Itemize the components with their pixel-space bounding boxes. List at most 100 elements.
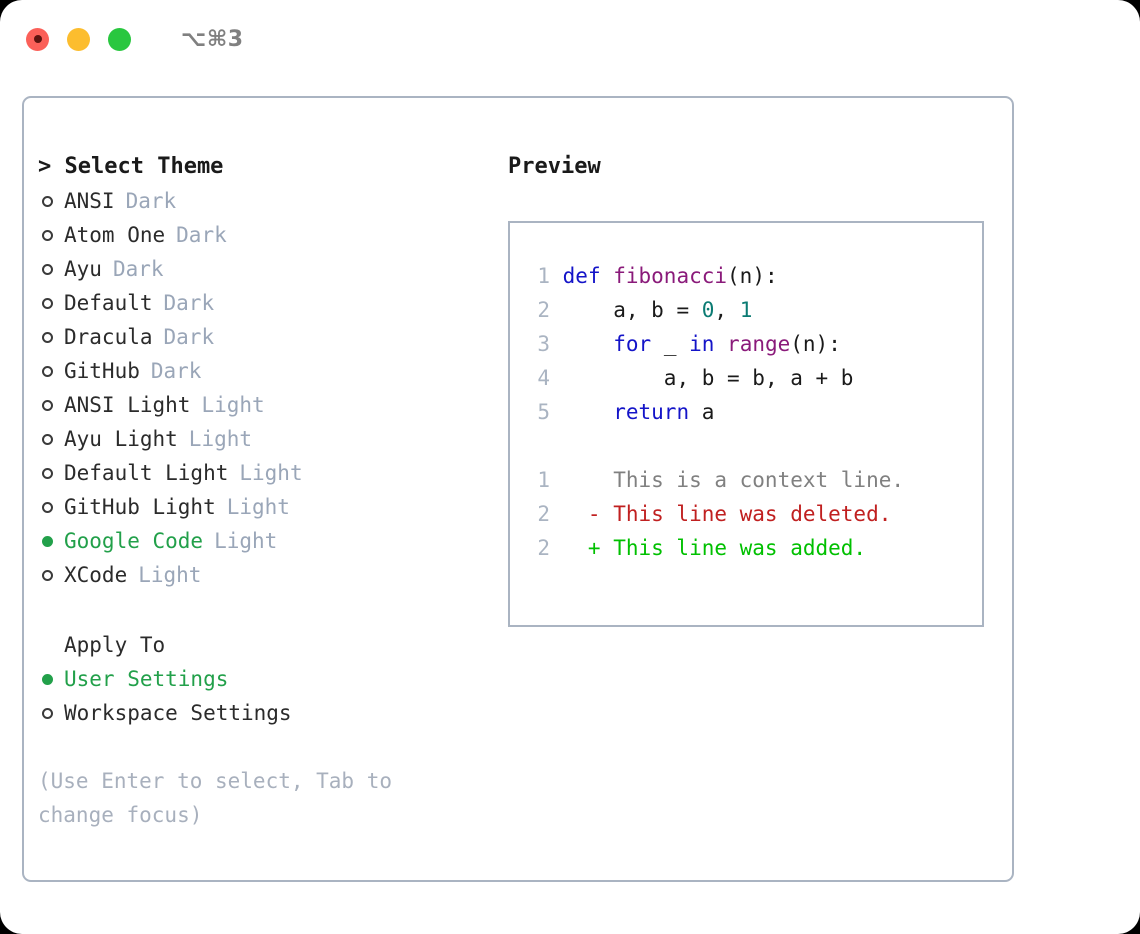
theme-option-label: Ayu <box>64 257 102 281</box>
apply-to-option-label: Workspace Settings <box>64 701 292 725</box>
theme-variant-tag: Dark <box>176 223 227 247</box>
code-token-num: 0 <box>701 298 715 322</box>
theme-variant-tag: Light <box>226 495 290 519</box>
code-token-pl: a <box>689 400 715 424</box>
theme-option-google-code[interactable]: Google Code Light <box>38 524 494 558</box>
code-token-pl: , <box>714 298 740 322</box>
apply-to-option-label: User Settings <box>64 667 229 691</box>
code-line: 2 a, b = 0, 1 <box>528 293 982 327</box>
theme-option-ayu-light[interactable]: Ayu Light Light <box>38 422 494 456</box>
code-gutter-gap <box>550 400 563 424</box>
theme-variant-tag: Light <box>239 461 303 485</box>
theme-variant-tag: Light <box>138 563 202 587</box>
theme-option-default-light[interactable]: Default Light Light <box>38 456 494 490</box>
code-gutter-gap <box>550 298 563 322</box>
code-token-num: 1 <box>739 298 753 322</box>
line-number: 2 <box>537 536 550 560</box>
theme-option-label: Ayu Light <box>64 427 178 451</box>
theme-option-label: Google Code <box>64 529 204 553</box>
theme-variant-tag: Light <box>188 427 253 451</box>
code-token-pl: (n): <box>790 332 841 356</box>
theme-option-xcode[interactable]: XCode Light <box>38 558 494 592</box>
traffic-lights <box>26 27 131 51</box>
theme-option-default[interactable]: Default Dark <box>38 286 494 320</box>
apply-to-heading: Apply To <box>64 633 166 657</box>
theme-option-github[interactable]: GitHub Dark <box>38 354 494 388</box>
preview-heading: Preview <box>508 154 601 179</box>
code-token-kw: in <box>689 332 728 356</box>
theme-option-ansi[interactable]: ANSI Dark <box>38 184 494 218</box>
diff-sample: 1 This is a context line.2 - This line w… <box>528 463 982 565</box>
code-gutter-gap <box>550 332 563 356</box>
theme-variant-tag: Dark <box>150 359 202 383</box>
code-token-pl <box>563 400 614 424</box>
theme-variant-tag: Dark <box>163 291 215 315</box>
minimize-button[interactable] <box>67 27 90 51</box>
theme-option-label: Dracula <box>64 325 153 349</box>
diff-line-text: This line was added. <box>613 536 867 560</box>
diff-marker <box>550 468 613 492</box>
theme-option-github-light[interactable]: GitHub Light Light <box>38 490 494 524</box>
diff-line-del: 2 - This line was deleted. <box>528 497 982 531</box>
theme-option-label: GitHub <box>64 359 140 383</box>
theme-option-label: XCode <box>64 563 128 587</box>
code-token-fn: fibonacci <box>613 264 728 288</box>
code-token-fn: range <box>727 332 791 356</box>
theme-option-label: GitHub Light <box>64 495 216 519</box>
line-number: 2 <box>537 502 550 526</box>
titlebar: ⌥⌘3 <box>0 0 1140 78</box>
close-button[interactable] <box>26 27 49 51</box>
code-line: 3 for _ in range(n): <box>528 327 982 361</box>
code-line: 5 return a <box>528 395 982 429</box>
code-diff-spacer <box>528 429 982 463</box>
theme-option-atom-one[interactable]: Atom One Dark <box>38 218 494 252</box>
code-gutter-gap <box>550 264 563 288</box>
theme-option-dracula[interactable]: Dracula Dark <box>38 320 494 354</box>
code-line: 1 def fibonacci(n): <box>528 259 982 293</box>
diff-line-text: This is a context line. <box>613 468 905 492</box>
diff-line-add: 2 + This line was added. <box>528 531 982 565</box>
theme-variant-tag: Light <box>201 393 265 417</box>
line-number: 2 <box>537 298 550 322</box>
diff-line-text: This line was deleted. <box>613 502 892 526</box>
diff-line-ctx: 1 This is a context line. <box>528 463 982 497</box>
keyboard-hint-text: (Use Enter to select, Tab to change focu… <box>38 769 405 827</box>
apply-to-option-workspace-settings[interactable]: Workspace Settings <box>38 696 494 730</box>
theme-option-label: Default Light <box>64 461 229 485</box>
theme-option-label: Default <box>64 291 153 315</box>
code-token-kw: for <box>613 332 652 356</box>
line-number: 1 <box>537 468 550 492</box>
theme-option-label: Atom One <box>64 223 166 247</box>
code-token-pl <box>563 332 614 356</box>
code-token-pl: a, b = b, a + b <box>562 366 854 390</box>
maximize-button[interactable] <box>108 27 131 51</box>
code-token-pl: (n): <box>727 264 778 288</box>
code-token-pl: a, b = <box>562 298 702 322</box>
theme-variant-tag: Dark <box>163 325 215 349</box>
line-number: 1 <box>537 264 550 288</box>
diff-marker: + <box>550 536 614 560</box>
theme-variant-tag: Dark <box>112 257 164 281</box>
line-number: 5 <box>537 400 550 424</box>
theme-option-label: ANSI <box>64 189 115 213</box>
apply-to-option-user-settings[interactable]: User Settings <box>38 662 494 696</box>
select-theme-heading: > Select Theme <box>38 154 224 179</box>
diff-marker: - <box>550 502 614 526</box>
section-spacer <box>38 592 494 628</box>
theme-option-ayu[interactable]: Ayu Dark <box>38 252 494 286</box>
code-token-kw: def <box>562 264 614 288</box>
code-line: 4 a, b = b, a + b <box>528 361 982 395</box>
keyboard-shortcut-label: ⌥⌘3 <box>181 26 244 52</box>
code-token-pl: _ <box>651 332 690 356</box>
preview-column: Preview 1 def fibonacci(n):2 a, b = 0, 1… <box>494 98 1012 880</box>
theme-variant-tag: Dark <box>125 189 177 213</box>
theme-variant-tag: Light <box>214 529 278 553</box>
